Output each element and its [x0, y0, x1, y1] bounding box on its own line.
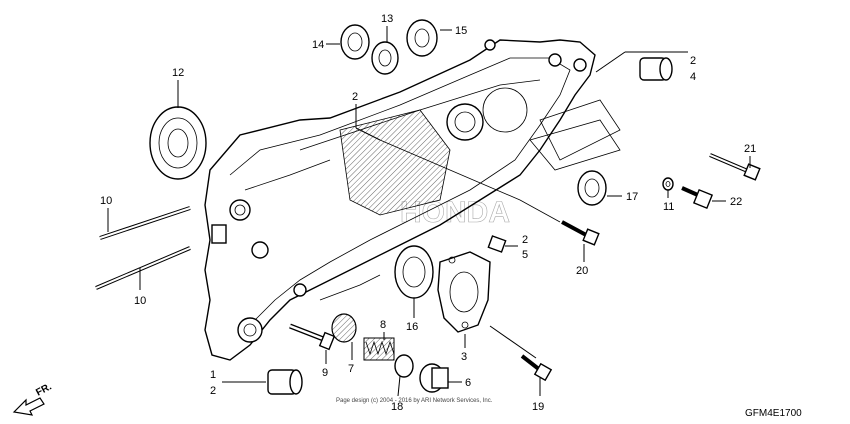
spring-8: [363, 337, 395, 361]
callout-4: 4: [690, 71, 696, 83]
callout-labels: 14 13 15 12 2 2 4 21 10 17 11 22 10 2 5 …: [100, 13, 756, 413]
callout-17: 17: [626, 191, 638, 203]
callout-2-nut: 2: [522, 234, 528, 246]
callout-20: 20: [576, 265, 588, 277]
drain-plug-6: [419, 363, 449, 393]
stud-10-upper: [99, 206, 191, 240]
callout-13: 13: [381, 13, 393, 25]
nut-5: [487, 235, 507, 253]
collar-top-right: [639, 57, 673, 81]
bearing-14: [340, 24, 370, 60]
leader-lines: [107, 26, 751, 397]
callout-14: 14: [312, 39, 324, 51]
strainer-7: [331, 313, 357, 343]
bolt-21: [709, 153, 761, 181]
callout-2-top: 2: [352, 91, 358, 103]
watermark-text: HONDA: [400, 196, 510, 229]
callout-1: 1: [210, 369, 216, 381]
callout-6: 6: [465, 377, 471, 389]
oil-seal-16: [394, 245, 434, 299]
callout-9: 9: [322, 367, 328, 379]
callout-18: 18: [391, 401, 403, 413]
callout-22: 22: [730, 196, 742, 208]
callout-15: 15: [455, 25, 467, 37]
o-ring-18: [394, 354, 414, 378]
callout-3: 3: [461, 351, 467, 363]
copyright-text: Page design (c) 2004 - 2016 by ARI Netwo…: [336, 398, 493, 404]
callout-2-right: 2: [690, 55, 696, 67]
bearing-17: [577, 170, 607, 206]
bolt-9: [289, 323, 336, 351]
oil-seal-12: [149, 106, 207, 180]
callout-16: 16: [406, 321, 418, 333]
callout-10-upper: 10: [100, 195, 112, 207]
bolt-20: [561, 220, 600, 246]
stud-10-lower: [95, 246, 191, 290]
bolt-19: [520, 354, 553, 382]
figure-code: GFM4E1700: [745, 408, 802, 419]
callout-11: 11: [663, 201, 674, 213]
bearing-15: [406, 19, 438, 57]
collar-bottom: [267, 369, 303, 395]
callout-19: 19: [532, 401, 544, 413]
bearing-13: [371, 41, 399, 75]
bolt-22: [681, 186, 714, 210]
cover-3: [437, 251, 491, 333]
callout-8: 8: [380, 319, 386, 331]
front-direction-arrow-icon: FR.: [12, 381, 54, 416]
callout-21: 21: [744, 143, 756, 155]
callout-7: 7: [348, 363, 354, 375]
callout-2-bottom: 2: [210, 385, 216, 397]
callout-5: 5: [522, 249, 528, 261]
callout-12: 12: [172, 67, 184, 79]
callout-10-lower: 10: [134, 295, 146, 307]
washer-11: [662, 177, 674, 191]
crankcase-cover: [204, 39, 596, 361]
front-direction-label: FR.: [34, 381, 54, 398]
